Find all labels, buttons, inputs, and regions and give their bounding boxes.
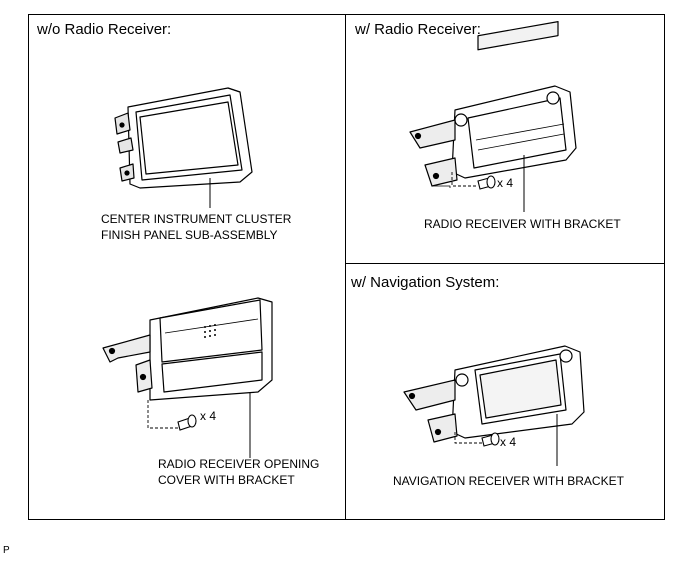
- screw-icon: [481, 432, 500, 447]
- opening-cover-label-line2: COVER WITH BRACKET: [158, 473, 295, 487]
- screw-quantity-navigation: x 4: [500, 435, 517, 449]
- footer-code: P: [3, 545, 10, 556]
- radio-receiver-illustration: [409, 21, 577, 212]
- screw-icon: [177, 414, 197, 431]
- navigation-receiver-illustration: [403, 345, 585, 466]
- screw-icon: [477, 175, 496, 190]
- finish-panel-label-line1: CENTER INSTRUMENT CLUSTER: [101, 212, 292, 226]
- opening-cover-illustration: [102, 297, 273, 458]
- navigation-receiver-label: NAVIGATION RECEIVER WITH BRACKET: [393, 474, 624, 488]
- panel-header-with-radio: w/ Radio Receiver:: [355, 21, 481, 38]
- outer-frame: [28, 14, 665, 520]
- radio-receiver-label: RADIO RECEIVER WITH BRACKET: [424, 217, 621, 231]
- screw-quantity-opening-cover: x 4: [200, 409, 217, 423]
- finish-panel-label-line2: FINISH PANEL SUB-ASSEMBLY: [101, 228, 278, 242]
- finish-panel-illustration: [114, 87, 253, 208]
- panel-header-without-radio: w/o Radio Receiver:: [37, 21, 172, 38]
- screw-quantity-radio: x 4: [497, 176, 514, 190]
- panel-header-with-navigation: w/ Navigation System:: [351, 274, 500, 291]
- opening-cover-label-line1: RADIO RECEIVER OPENING: [158, 457, 320, 471]
